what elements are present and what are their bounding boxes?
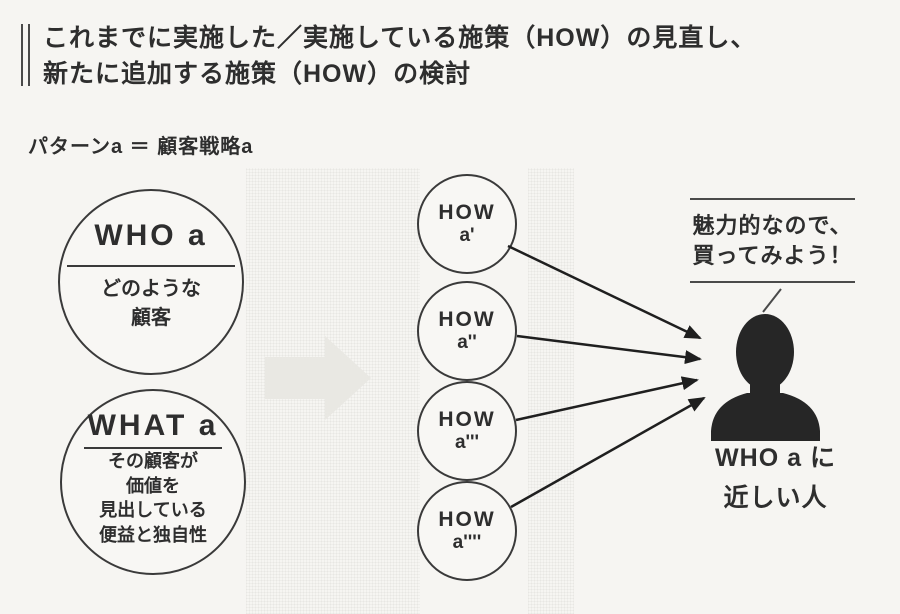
title-line-1: これまでに実施した／実施している施策（HOW）の見直し、	[43, 24, 757, 52]
how-label: HOW	[438, 308, 496, 331]
how-label: HOW	[438, 408, 496, 431]
what-desc-line-2: 価値を	[126, 475, 180, 496]
what-desc-line-3: 見出している	[99, 500, 207, 520]
how-circle-a2: HOW a''	[417, 281, 517, 381]
who-desc-line-1: どのような	[101, 278, 201, 300]
title-line-2: 新たに追加する施策（HOW）の検討	[43, 60, 472, 88]
how-circle-a3: HOW a'''	[417, 381, 517, 481]
person-label-line-1: WHO a に	[715, 444, 836, 472]
what-circle: WHAT a その顧客が 価値を 見出している 便益と独自性	[60, 389, 246, 575]
speech-line-1: 魅力的なので、	[692, 213, 853, 238]
how-variant: a'''	[454, 432, 480, 453]
texture-band	[246, 168, 420, 614]
what-desc-line-1: その顧客が	[108, 451, 198, 471]
what-heading: WHAT a	[83, 409, 223, 449]
how-variant: a''	[457, 332, 477, 353]
person-label-line-2: 近しい人	[723, 484, 828, 512]
person-label: WHO a に 近しい人	[698, 438, 853, 518]
texture-band	[528, 168, 574, 614]
speech-line-2: 買ってみよう！	[692, 243, 853, 268]
person-silhouette-icon	[711, 314, 820, 441]
title-accent-rule	[21, 24, 30, 86]
how-variant: a''''	[452, 532, 482, 553]
who-circle: WHO a どのような 顧客	[58, 189, 244, 375]
who-divider	[67, 265, 235, 267]
how-circle-a4: HOW a''''	[417, 481, 517, 581]
how-label: HOW	[438, 201, 496, 224]
what-desc-line-4: 便益と独自性	[99, 524, 207, 545]
page-title: これまでに実施した／実施している施策（HOW）の見直し、 新たに追加する施策（H…	[43, 20, 756, 92]
pattern-label: パターンa ＝ 顧客戦略a	[28, 136, 254, 158]
speech-bubble-tail	[762, 288, 782, 313]
how-circle-a1: HOW a'	[417, 174, 517, 274]
who-heading: WHO a	[94, 219, 208, 252]
how-variant: a'	[459, 225, 475, 246]
who-desc-line-2: 顧客	[131, 307, 171, 329]
speech-bubble: 魅力的なので、 買ってみよう！	[690, 198, 855, 283]
how-label: HOW	[438, 508, 496, 531]
